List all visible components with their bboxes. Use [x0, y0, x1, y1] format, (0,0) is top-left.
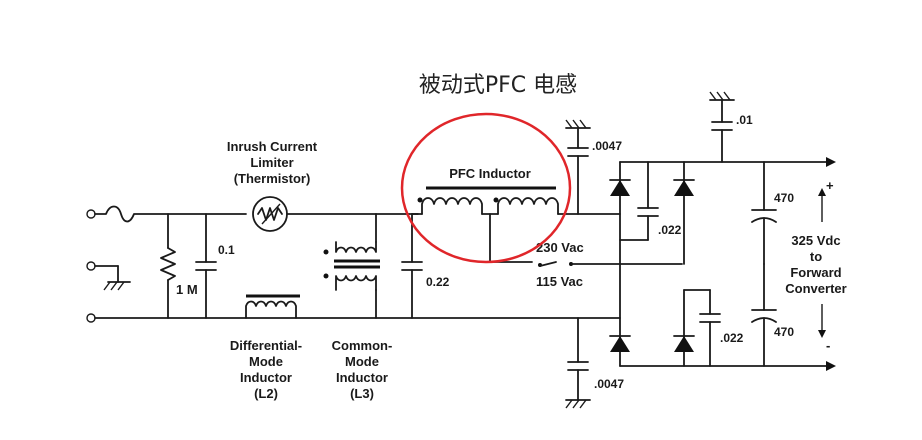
l2-label-1: Differential- — [230, 338, 302, 353]
cap-0047-bottom-label: .0047 — [594, 377, 624, 391]
pfc-inductor: PFC Inductor — [411, 166, 621, 263]
cap-470-lower-label: 470 — [774, 325, 794, 339]
capacitor-0047-bottom: .0047 — [565, 317, 624, 409]
l2-label-2: Mode — [249, 354, 283, 369]
l2-label-4: (L2) — [254, 386, 278, 401]
resistor-1m: 1 M — [160, 213, 198, 319]
plus-label: + — [826, 178, 834, 193]
capacitor-01: .01 — [709, 91, 753, 163]
l3-label-4: (L3) — [350, 386, 374, 401]
cap-0-1-label: 0.1 — [218, 243, 235, 257]
cap-022-upper-label: .022 — [658, 223, 682, 237]
cap-01-label: .01 — [736, 113, 753, 127]
label-115-vac: 115 Vac — [536, 274, 583, 289]
cap-022-lower-label: .022 — [720, 331, 744, 345]
capacitor-0-22: 0.22 — [401, 213, 450, 319]
output-label-2: to — [810, 249, 822, 264]
l3-label-3: Inductor — [336, 370, 388, 385]
cap-470-upper-label: 470 — [774, 191, 794, 205]
fuse-symbol — [94, 205, 247, 223]
thermistor: Inrush Current Limiter (Thermistor) — [227, 139, 377, 232]
inrush-label-1: Inrush Current — [227, 139, 318, 154]
capacitors-470: 470 470 — [751, 161, 794, 367]
bridge-rectifier: .022 .022 — [609, 161, 827, 367]
minus-label: - — [826, 338, 830, 353]
l2-label-3: Inductor — [240, 370, 292, 385]
diagram-title: 被动式PFC 电感 — [419, 73, 577, 98]
voltage-selector-switch: 230 Vac 115 Vac — [536, 240, 683, 289]
inrush-label-2: Limiter — [250, 155, 293, 170]
terminal-line — [86, 209, 96, 219]
pfc-inductor-highlight — [400, 112, 572, 264]
terminal-neutral — [86, 313, 96, 323]
common-mode-inductor: Common- Mode Inductor (L3) — [323, 213, 419, 401]
differential-mode-inductor: Differential- Mode Inductor (L2) — [230, 294, 302, 401]
capacitor-0047-top: .0047 — [565, 119, 622, 215]
terminal-ground — [86, 261, 96, 271]
pfc-inductor-label: PFC Inductor — [449, 166, 531, 181]
cap-0-22-label: 0.22 — [426, 275, 450, 289]
output-label-3: Forward — [790, 265, 841, 280]
inrush-label-3: (Thermistor) — [234, 171, 311, 186]
input-terminals — [86, 205, 621, 323]
capacitor-0-1: 0.1 — [195, 213, 235, 319]
output-terminals: + - 325 Vdc to Forward Converter — [785, 157, 847, 371]
output-label-4: Converter — [785, 281, 846, 296]
label-230-vac: 230 Vac — [536, 240, 584, 255]
l3-label-2: Mode — [345, 354, 379, 369]
output-label-1: 325 Vdc — [791, 233, 840, 248]
res-1m-label: 1 M — [176, 282, 198, 297]
l3-label-1: Common- — [332, 338, 393, 353]
cap-0047-top-label: .0047 — [592, 139, 622, 153]
